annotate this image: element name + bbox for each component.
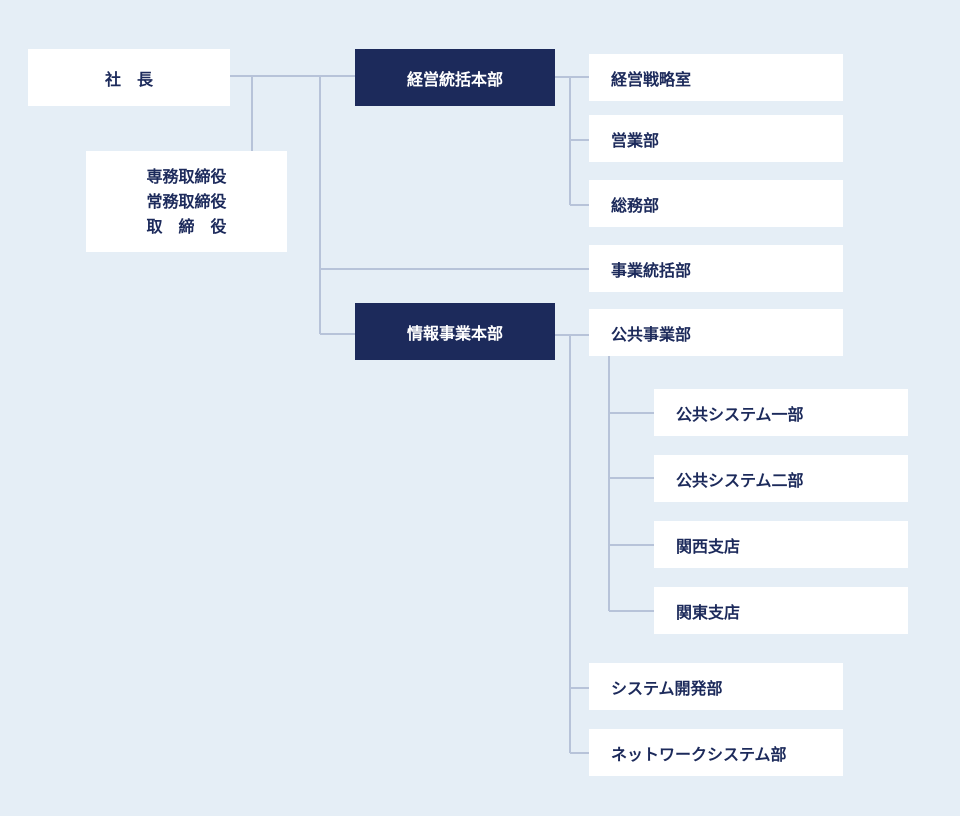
sub-unit-box: 関西支店 (654, 521, 908, 568)
sub-unit-box: 公共システム二部 (654, 455, 908, 502)
sub-unit-label: 公共システム二部 (676, 470, 804, 490)
dept-label: システム開発部 (611, 678, 723, 698)
connector-line (609, 477, 655, 479)
connector-line (609, 544, 655, 546)
sub-unit-label: 関東支店 (676, 602, 741, 622)
connector-line (570, 204, 590, 206)
connector-line (609, 412, 655, 414)
connector-line (570, 752, 590, 754)
connector-line (608, 356, 610, 611)
connector-line (609, 610, 655, 612)
president-box: 社 長 (28, 49, 230, 106)
dept-label: 経営戦略室 (611, 69, 692, 89)
dept-box: 経営戦略室 (589, 54, 843, 101)
director-title: 常務取締役 (146, 192, 227, 211)
president-label: 社 長 (104, 69, 153, 89)
connector-line (570, 687, 590, 689)
dept-box: ネットワークシステム部 (589, 729, 843, 776)
dept-label: 公共事業部 (611, 324, 692, 344)
connector-line (555, 76, 590, 78)
connector-line (229, 75, 356, 77)
dept-box: 総務部 (589, 180, 843, 227)
connector-line (555, 334, 590, 336)
sub-unit-box: 公共システム一部 (654, 389, 908, 436)
dept-label: 事業統括部 (611, 260, 692, 280)
connector-line (320, 268, 590, 270)
dept-box: システム開発部 (589, 663, 843, 710)
connector-line (319, 76, 321, 334)
management-hq-label: 経営統括本部 (406, 69, 503, 89)
connector-line (251, 76, 253, 151)
dept-label: 総務部 (611, 195, 660, 215)
connector-line (320, 333, 356, 335)
dept-box: 営業部 (589, 115, 843, 162)
sub-unit-label: 公共システム一部 (676, 404, 804, 424)
sub-unit-box: 関東支店 (654, 587, 908, 634)
dept-label: 営業部 (611, 130, 660, 150)
connector-line (569, 334, 571, 753)
info-hq-box: 情報事業本部 (355, 303, 555, 360)
dept-label: ネットワークシステム部 (611, 744, 787, 764)
directors-box: 専務取締役 常務取締役 取 締 役 (86, 151, 287, 252)
dept-box: 公共事業部 (589, 309, 843, 356)
director-title: 専務取締役 (146, 167, 227, 186)
dept-box: 事業統括部 (589, 245, 843, 292)
sub-unit-label: 関西支店 (676, 536, 741, 556)
management-hq-box: 経営統括本部 (355, 49, 555, 106)
director-title: 取 締 役 (146, 217, 227, 236)
connector-line (570, 139, 590, 141)
info-hq-label: 情報事業本部 (406, 323, 503, 343)
